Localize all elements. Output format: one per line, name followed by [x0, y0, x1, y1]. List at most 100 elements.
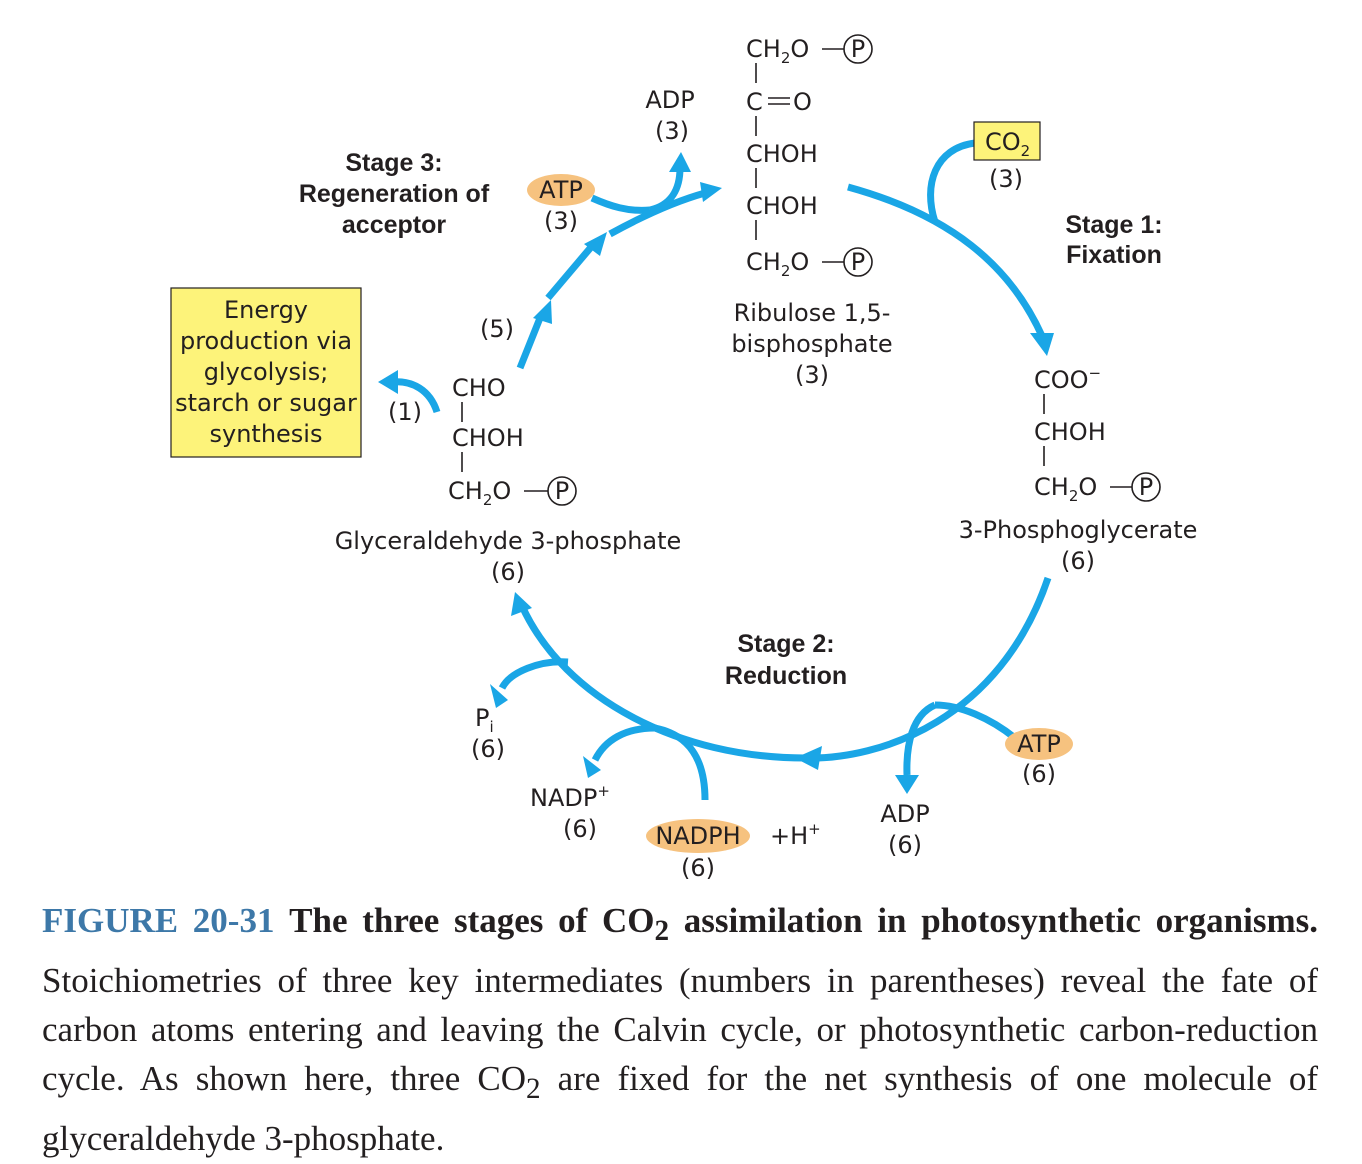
svg-text:(6): (6): [563, 815, 597, 843]
nadph-oval: [646, 819, 750, 853]
stage-3-label: Stage 3: Regeneration of acceptor: [299, 149, 490, 239]
svg-text:ADP: ADP: [880, 800, 929, 828]
co2-input-arrow: [927, 139, 976, 224]
atp-reduction: ATP (6): [1005, 728, 1073, 788]
regen-arrowhead-1: [533, 300, 552, 324]
adp-regen: ADP (3): [645, 86, 694, 145]
regen-arrow-seg2: [545, 243, 595, 301]
svg-text:acceptor: acceptor: [342, 211, 446, 239]
energy-production-box: Energy production via glycolysis; starch…: [170, 287, 362, 458]
adp-reduction-output: [903, 701, 937, 776]
svg-text:production via: production via: [180, 327, 352, 355]
phosphoglycerate: COO− CHOH CH2O P 3-Phosphoglycerate (6): [959, 364, 1198, 575]
stage-1-label: Stage 1: Fixation: [1065, 211, 1162, 269]
pi-arrowhead: [490, 684, 508, 708]
ribulose-count: (3): [795, 361, 829, 389]
atp-regen-input: [590, 194, 651, 214]
svg-text:CH2O: CH2O: [448, 477, 511, 509]
pga-name: 3-Phosphoglycerate: [959, 516, 1198, 544]
svg-text:Energy: Energy: [224, 296, 308, 324]
svg-text:CHO: CHO: [452, 374, 506, 402]
stage-2-label: Stage 2: Reduction: [725, 630, 847, 690]
regen-arrowhead-3: [700, 182, 722, 202]
phosphate-icon: [547, 476, 577, 506]
svg-text:COO−: COO−: [1034, 364, 1101, 394]
svg-text:Reduction: Reduction: [725, 662, 847, 690]
svg-text:(3): (3): [655, 117, 689, 145]
atp-reduction-input: [934, 701, 1018, 741]
nadp-arrowhead: [583, 756, 601, 778]
adp-reduction: ADP (6): [880, 800, 929, 859]
branch-five-count: (5): [480, 315, 514, 343]
reduction-arrow-lower: [518, 604, 806, 762]
co2-input: CO2 (3): [973, 121, 1041, 193]
ribulose-name-1: Ribulose 1,5-: [734, 299, 891, 327]
svg-text:CH2O: CH2O: [1034, 473, 1097, 505]
svg-text:Stage 2:: Stage 2:: [737, 630, 834, 658]
svg-text:P: P: [1139, 473, 1153, 501]
svg-text:C: C: [746, 88, 763, 116]
g3p-count: (6): [491, 558, 525, 586]
svg-text:(6): (6): [681, 854, 715, 880]
svg-text:Pi: Pi: [475, 704, 494, 736]
atp-oval: [527, 174, 595, 206]
reduction-arrowhead-end: [511, 592, 532, 616]
svg-text:(6): (6): [888, 831, 922, 859]
energy-output-arrowhead: [378, 370, 398, 394]
co2-box: [973, 121, 1041, 161]
figure-number: FIGURE 20-31: [42, 901, 275, 940]
figure-caption: FIGURE 20-31 The three stages of CO2 ass…: [42, 896, 1318, 1163]
ribulose-name-2: bisphosphate: [731, 330, 892, 358]
atp-regen: ATP (3): [527, 174, 595, 235]
svg-text:O: O: [793, 88, 812, 116]
svg-text:Fixation: Fixation: [1066, 241, 1162, 269]
svg-text:Regeneration of: Regeneration of: [299, 180, 490, 208]
glyceraldehyde-3-phosphate: CHO CHOH CH2O P Glyceraldehyde 3-phospha…: [335, 374, 682, 586]
svg-text:Stage 3:: Stage 3:: [345, 149, 442, 177]
svg-text:P: P: [851, 248, 865, 276]
svg-text:ADP: ADP: [645, 86, 694, 114]
svg-text:NADPH: NADPH: [655, 822, 740, 850]
svg-text:CHOH: CHOH: [452, 424, 524, 452]
reduction-arrow: [804, 576, 1052, 762]
fixation-arrow: [847, 183, 1046, 338]
phosphate-icon: [843, 247, 873, 277]
svg-text:ATP: ATP: [539, 176, 583, 204]
co2-count: (3): [989, 165, 1023, 193]
pi-output: [498, 658, 569, 690]
atp-oval: [1005, 728, 1073, 760]
svg-text:CH2O: CH2O: [746, 248, 809, 280]
pga-count: (6): [1061, 547, 1095, 575]
svg-text:Stage 1:: Stage 1:: [1065, 211, 1162, 239]
ribulose-bisphosphate: CH2O P C O CHOH CHOH CH2O P Ribulose 1,5…: [731, 34, 893, 389]
adp-regen-arrowhead: [669, 152, 691, 172]
caption-body: Stoichiometries of three key intermediat…: [42, 961, 1318, 1158]
svg-text:+H+: +H+: [770, 820, 821, 850]
nadp-output: [591, 724, 656, 762]
svg-text:(3): (3): [544, 207, 578, 235]
nadph-input-label: NADPH (6) +H+: [646, 819, 821, 880]
regen-arrowhead-2: [584, 232, 607, 256]
svg-text:P: P: [555, 477, 569, 505]
reduction-arrowhead-mid: [795, 746, 822, 770]
svg-text:(6): (6): [471, 735, 505, 763]
svg-text:CHOH: CHOH: [746, 140, 818, 168]
branch-one-count: (1): [388, 398, 422, 426]
nadp-output-label: NADP+ (6): [530, 782, 610, 843]
svg-text:ATP: ATP: [1017, 730, 1061, 758]
svg-text:synthesis: synthesis: [210, 420, 323, 448]
cycle-arrows: [378, 139, 1054, 801]
svg-text:glycolysis;: glycolysis;: [204, 358, 329, 386]
regen-arrow-seg3: [608, 189, 706, 238]
calvin-cycle-diagram: CH2O P C O CHOH CHOH CH2O P Ribulose 1,5…: [170, 34, 1198, 880]
svg-text:CHOH: CHOH: [1034, 418, 1106, 446]
figure-title: The three stages of CO2 assimilation in …: [289, 901, 1319, 947]
regen-arrow-seg1: [516, 316, 544, 370]
svg-text:NADP+: NADP+: [530, 782, 610, 812]
svg-text:CHOH: CHOH: [746, 192, 818, 220]
svg-text:CO2: CO2: [985, 128, 1030, 160]
g3p-name: Glyceraldehyde 3-phosphate: [335, 527, 682, 555]
phosphate-icon: [1131, 472, 1161, 502]
pi-output-label: Pi (6): [471, 704, 505, 763]
fixation-arrowhead: [1030, 333, 1054, 356]
